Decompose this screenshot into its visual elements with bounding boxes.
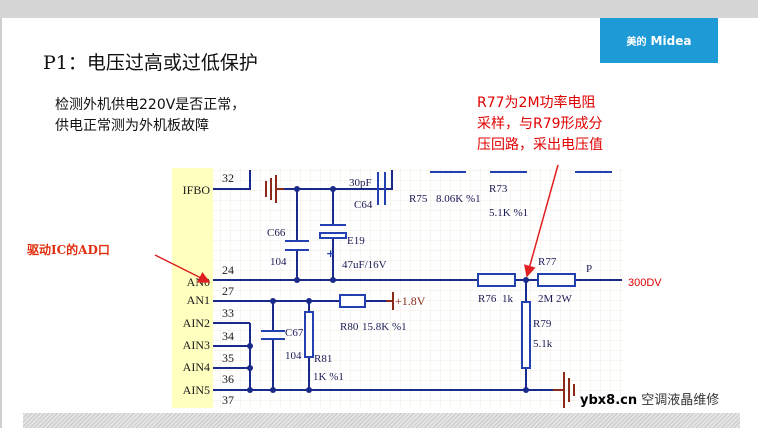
polarity-mark: + xyxy=(326,247,335,260)
pin-number: 36 xyxy=(222,372,234,386)
r79-ref: R79 xyxy=(533,318,552,330)
r75-value: 8.06K %1 xyxy=(436,193,481,205)
note-line: 压回路，采出电压值 xyxy=(477,137,603,153)
watermark: ybx8.cn 空调液晶维修 xyxy=(580,389,719,408)
arrow-to-an0 xyxy=(154,254,211,283)
pin-number: 33 xyxy=(222,306,234,320)
r76-ref: R76 xyxy=(478,293,497,305)
r75-ref: R75 xyxy=(409,193,428,205)
e19-value: 47uF/16V xyxy=(342,259,387,271)
pin-name: AN1 xyxy=(187,293,210,307)
pin-name: AIN2 xyxy=(183,316,210,330)
window-top-band xyxy=(0,0,758,18)
e19-ref: E19 xyxy=(347,235,365,247)
pin-number: 34 xyxy=(222,329,234,343)
pin-name: AIN4 xyxy=(183,360,210,374)
c67-ref: C67 xyxy=(285,327,304,339)
title-prefix: P1： xyxy=(43,52,87,74)
slide-border xyxy=(0,18,2,428)
capacitor-c66 xyxy=(285,240,309,251)
c64-value: 30pF xyxy=(349,177,372,189)
supply-symbol xyxy=(386,292,394,310)
slide-title: P1：电压过高或过低保护 xyxy=(43,48,258,75)
pin-number: 24 xyxy=(222,263,234,277)
capacitor-e19 xyxy=(319,232,347,239)
c66-ref: C66 xyxy=(267,227,286,239)
pin-name: AIN3 xyxy=(183,338,210,352)
pin-number: 37 xyxy=(222,393,234,407)
pin-number: 27 xyxy=(222,284,234,298)
r73-ref: R73 xyxy=(489,183,508,195)
resistor-r79 xyxy=(521,301,531,369)
wire-ifbo-filter xyxy=(284,170,393,190)
watermark-site: ybx8.cn xyxy=(580,393,638,408)
resistor-r80 xyxy=(339,294,366,308)
net-label-p: P xyxy=(586,263,592,275)
annotation-note: R77为2M功率电阻 采样，与R79形成分 压回路，采出电压值 xyxy=(477,93,603,156)
capacitor-c67 xyxy=(261,330,285,340)
resistor-r76 xyxy=(477,273,516,287)
r77-value: 2M 2W xyxy=(538,293,573,305)
pin-number: 35 xyxy=(222,351,234,365)
r80-value: 15.8K %1 xyxy=(362,321,407,333)
slide-footer-band xyxy=(23,413,740,428)
ground-icon xyxy=(265,175,284,203)
description-line: 检测外机供电220V是否正常， xyxy=(55,97,246,113)
ground-icon xyxy=(553,372,575,408)
ic-chip-body xyxy=(172,168,213,408)
description: 检测外机供电220V是否正常， 供电正常测为外机板故障 xyxy=(55,95,245,137)
logo-en: Midea xyxy=(650,33,692,48)
r81-ref: R81 xyxy=(314,353,332,365)
pin-name: AIN5 xyxy=(183,383,210,397)
r81-value: 1K %1 xyxy=(313,371,344,383)
c67-value: 104 xyxy=(285,350,302,362)
schematic-background xyxy=(172,168,624,408)
wire-ifbo xyxy=(213,170,251,190)
c66-value: 104 xyxy=(270,256,287,268)
watermark-text: 空调液晶维修 xyxy=(641,393,720,408)
wire-ain-ground xyxy=(213,322,555,391)
resistor-r81 xyxy=(304,311,314,358)
r77-ref: R77 xyxy=(538,256,557,268)
pin-number: 32 xyxy=(222,171,234,185)
capacitor-c64 xyxy=(377,172,386,205)
r80-ref: R80 xyxy=(340,321,359,333)
arrow-to-r77 xyxy=(524,164,559,278)
r79-value: 5.1k xyxy=(533,338,553,350)
ad-port-label: 驱动IC的AD口 xyxy=(27,243,110,257)
wire-an1-filter xyxy=(272,301,310,390)
note-line: R77为2M功率电阻 xyxy=(477,95,596,111)
r73-value: 5.1K %1 xyxy=(489,207,528,219)
description-line: 供电正常测为外机板故障 xyxy=(55,118,209,134)
wire-caps xyxy=(296,189,334,280)
title-text: 电压过高或过低保护 xyxy=(86,52,258,74)
pin-name: IFBO xyxy=(183,183,211,197)
logo-cn: 美的 xyxy=(626,37,647,48)
input-300dv-label: 300DV xyxy=(628,277,662,289)
c64-ref: C64 xyxy=(354,199,373,211)
note-line: 采样，与R79形成分 xyxy=(477,116,603,132)
supply-1v8-label: +1.8V xyxy=(395,294,426,308)
resistor-r77 xyxy=(537,273,576,287)
midea-logo: 美的 Midea xyxy=(600,18,718,63)
r76-value: 1k xyxy=(502,293,514,305)
